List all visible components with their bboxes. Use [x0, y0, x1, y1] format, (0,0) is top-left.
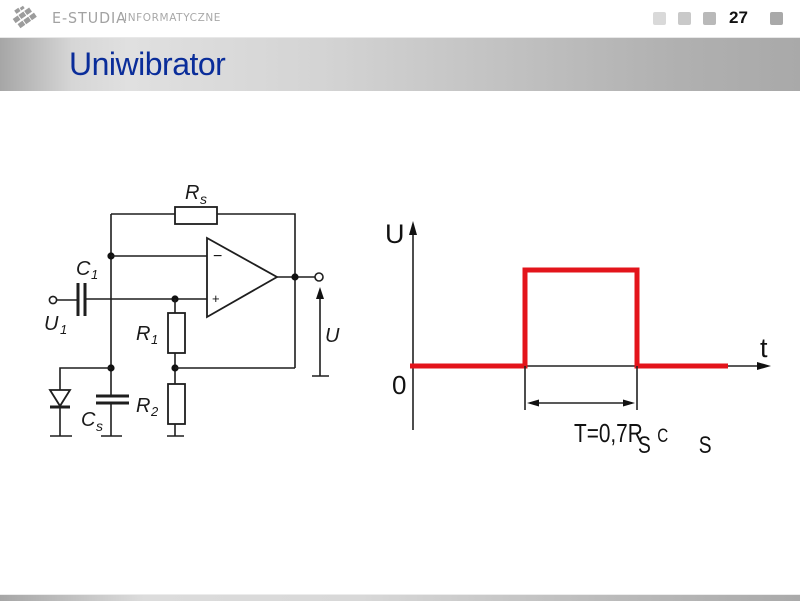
label-u-out: U: [325, 325, 340, 347]
page-number: 27: [729, 8, 748, 27]
op-amp-minus-sign: −: [213, 248, 222, 265]
label-r1-sub: 1: [151, 332, 158, 347]
formula-sub-s: S: [699, 431, 712, 459]
footer-bar: [0, 594, 800, 601]
formula-main: T=0,7R: [574, 419, 643, 448]
y-axis-arrowhead-icon: [409, 221, 417, 235]
formula-c: C: [657, 424, 668, 446]
formula-sub-s: S: [638, 431, 651, 459]
resistor-r2: [167, 383, 186, 425]
pulse-waveform: U t 0 T=0,7R S C S: [385, 219, 771, 459]
label-c1-sub: 1: [91, 267, 98, 282]
label-r2: R: [136, 395, 150, 417]
nav-square-icon: [703, 12, 716, 25]
x-axis-label: t: [760, 333, 768, 363]
x-axis-arrowhead-icon: [757, 362, 771, 370]
monostable-circuit: − + R s C 1 U: [44, 182, 340, 437]
label-r1: R: [136, 323, 150, 345]
label-u1: U: [44, 313, 59, 335]
label-r2-sub: 2: [150, 404, 159, 419]
arrowhead-left-icon: [527, 399, 539, 407]
wire-rs-right-feedback: [217, 213, 296, 368]
diode: [48, 389, 72, 408]
op-amp: [206, 236, 279, 319]
resistor-rs: [174, 206, 218, 225]
nav-square-icon: [653, 12, 666, 25]
logo-name: E-STUDIA: [52, 9, 127, 27]
logo-subtitle: INFORMATYCZNE: [124, 12, 222, 24]
slide-title: Uniwibrator: [69, 46, 226, 82]
duration-formula: T=0,7R S C S: [574, 419, 712, 459]
label-c1: C: [76, 258, 91, 280]
op-amp-plus-sign: +: [212, 291, 220, 306]
title-band: Uniwibrator: [0, 37, 800, 91]
nav-square-icon: [678, 12, 691, 25]
label-cs-sub: s: [96, 418, 103, 434]
pulse-signal: [410, 267, 728, 369]
label-u1-sub: 1: [60, 322, 67, 337]
label-cs: C: [81, 409, 96, 431]
label-rs-sub: s: [200, 191, 207, 207]
output-terminal: [314, 272, 324, 282]
arrowhead-icon: [316, 287, 324, 299]
arrowhead-right-icon: [623, 399, 635, 407]
wire-diode: [59, 367, 111, 390]
label-rs: R: [185, 182, 199, 204]
e-studia-logo-icon: [12, 5, 37, 29]
top-bar: E-STUDIA INFORMATYCZNE 27: [0, 0, 800, 36]
resistor-r1: [167, 312, 186, 354]
nav-square-icon: [770, 12, 783, 25]
input-terminal-u1: [48, 295, 58, 305]
junction-dot: [291, 273, 299, 281]
y-axis-label: U: [385, 219, 405, 249]
origin-label: 0: [392, 370, 406, 400]
